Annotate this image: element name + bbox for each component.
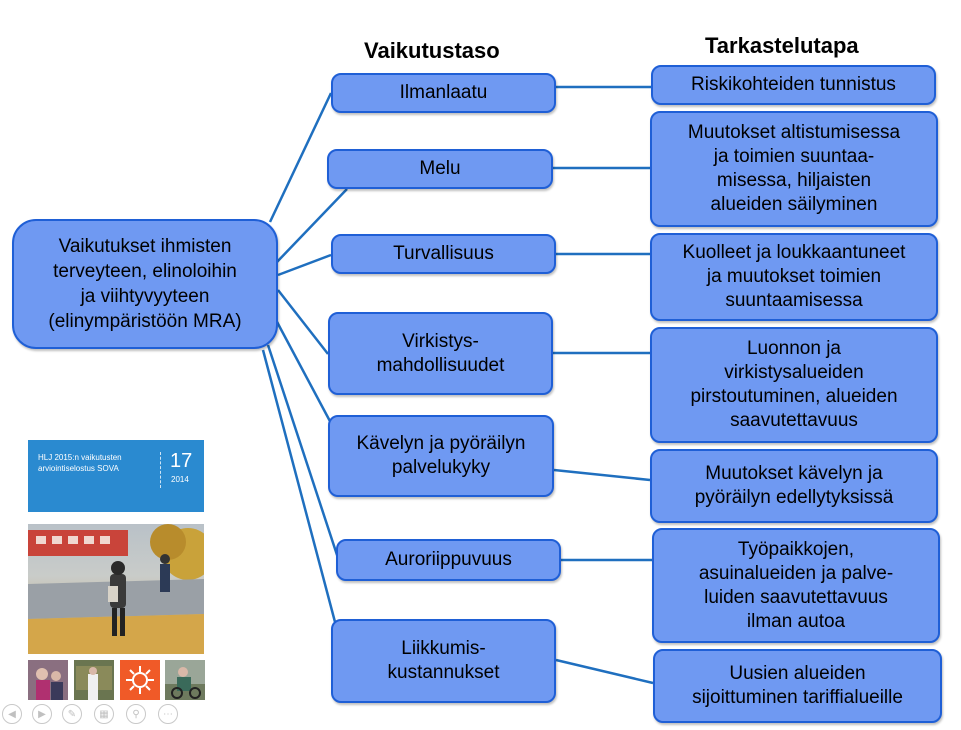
report-cover-header: HLJ 2015:n vaikutusten arviointiselostus…	[28, 440, 204, 512]
next-icon[interactable]: ▶	[32, 704, 52, 724]
network-icon	[120, 660, 160, 700]
connector-root-liikkumis	[263, 350, 335, 622]
connector-root-virkistys	[278, 290, 328, 354]
report-cover-divider	[160, 452, 161, 488]
approach-box-luonnon: Luonnon ja virkistysalueiden pirstoutumi…	[650, 327, 938, 443]
connector-liikkumis	[556, 660, 653, 683]
level-box-auroriippuvuus: Auroriippuvuus	[336, 539, 561, 581]
prev-icon[interactable]: ◀	[2, 704, 22, 724]
level-heading: Vaikutustaso	[364, 38, 500, 64]
zoom-icon[interactable]: ⚲	[126, 704, 146, 724]
level-box-kavely: Kävelyn ja pyöräilyn palvelukyky	[328, 415, 554, 497]
connector-kavely	[554, 470, 650, 480]
thumbnail-cyclist	[165, 660, 205, 700]
approach-heading: Tarkastelutapa	[705, 33, 859, 59]
approach-box-tyopaikat: Työpaikkojen, asuinalueiden ja palve- lu…	[652, 528, 940, 643]
approach-box-tariffialueet: Uusien alueiden sijoittuminen tariffialu…	[653, 649, 942, 723]
level-box-virkistys: Virkistys- mahdollisuudet	[328, 312, 553, 395]
level-box-turvallisuus: Turvallisuus	[331, 234, 556, 274]
thumbnail-people	[28, 660, 68, 700]
connector-root-ilmanlaatu	[270, 93, 331, 222]
more-icon[interactable]: ⋯	[158, 704, 178, 724]
approach-box-kavely: Muutokset kävelyn ja pyöräilyn edellytyk…	[650, 449, 938, 523]
level-box-liikkumis: Liikkumis- kustannukset	[331, 619, 556, 703]
root-box: Vaikutukset ihmisten terveyteen, elinolo…	[12, 219, 278, 349]
thumbnail-bus	[74, 660, 114, 700]
approach-box-altistuminen: Muutokset altistumisessa ja toimien suun…	[650, 111, 938, 227]
report-cover-title: HLJ 2015:n vaikutusten arviointiselostus…	[38, 452, 122, 474]
cover-photo	[28, 524, 204, 654]
approach-box-riskikohteet: Riskikohteiden tunnistus	[651, 65, 936, 105]
level-box-melu: Melu	[327, 149, 553, 189]
approach-box-kuolleet: Kuolleet ja loukkaantuneet ja muutokset …	[650, 233, 938, 321]
report-cover-number: 17	[170, 450, 192, 473]
slides-icon[interactable]: ▦	[94, 704, 114, 724]
level-box-ilmanlaatu: Ilmanlaatu	[331, 73, 556, 113]
connector-root-kavely	[276, 320, 332, 425]
report-cover-year: 2014	[171, 475, 189, 484]
pen-icon[interactable]: ✎	[62, 704, 82, 724]
connector-root-turvallisuus	[278, 255, 331, 275]
